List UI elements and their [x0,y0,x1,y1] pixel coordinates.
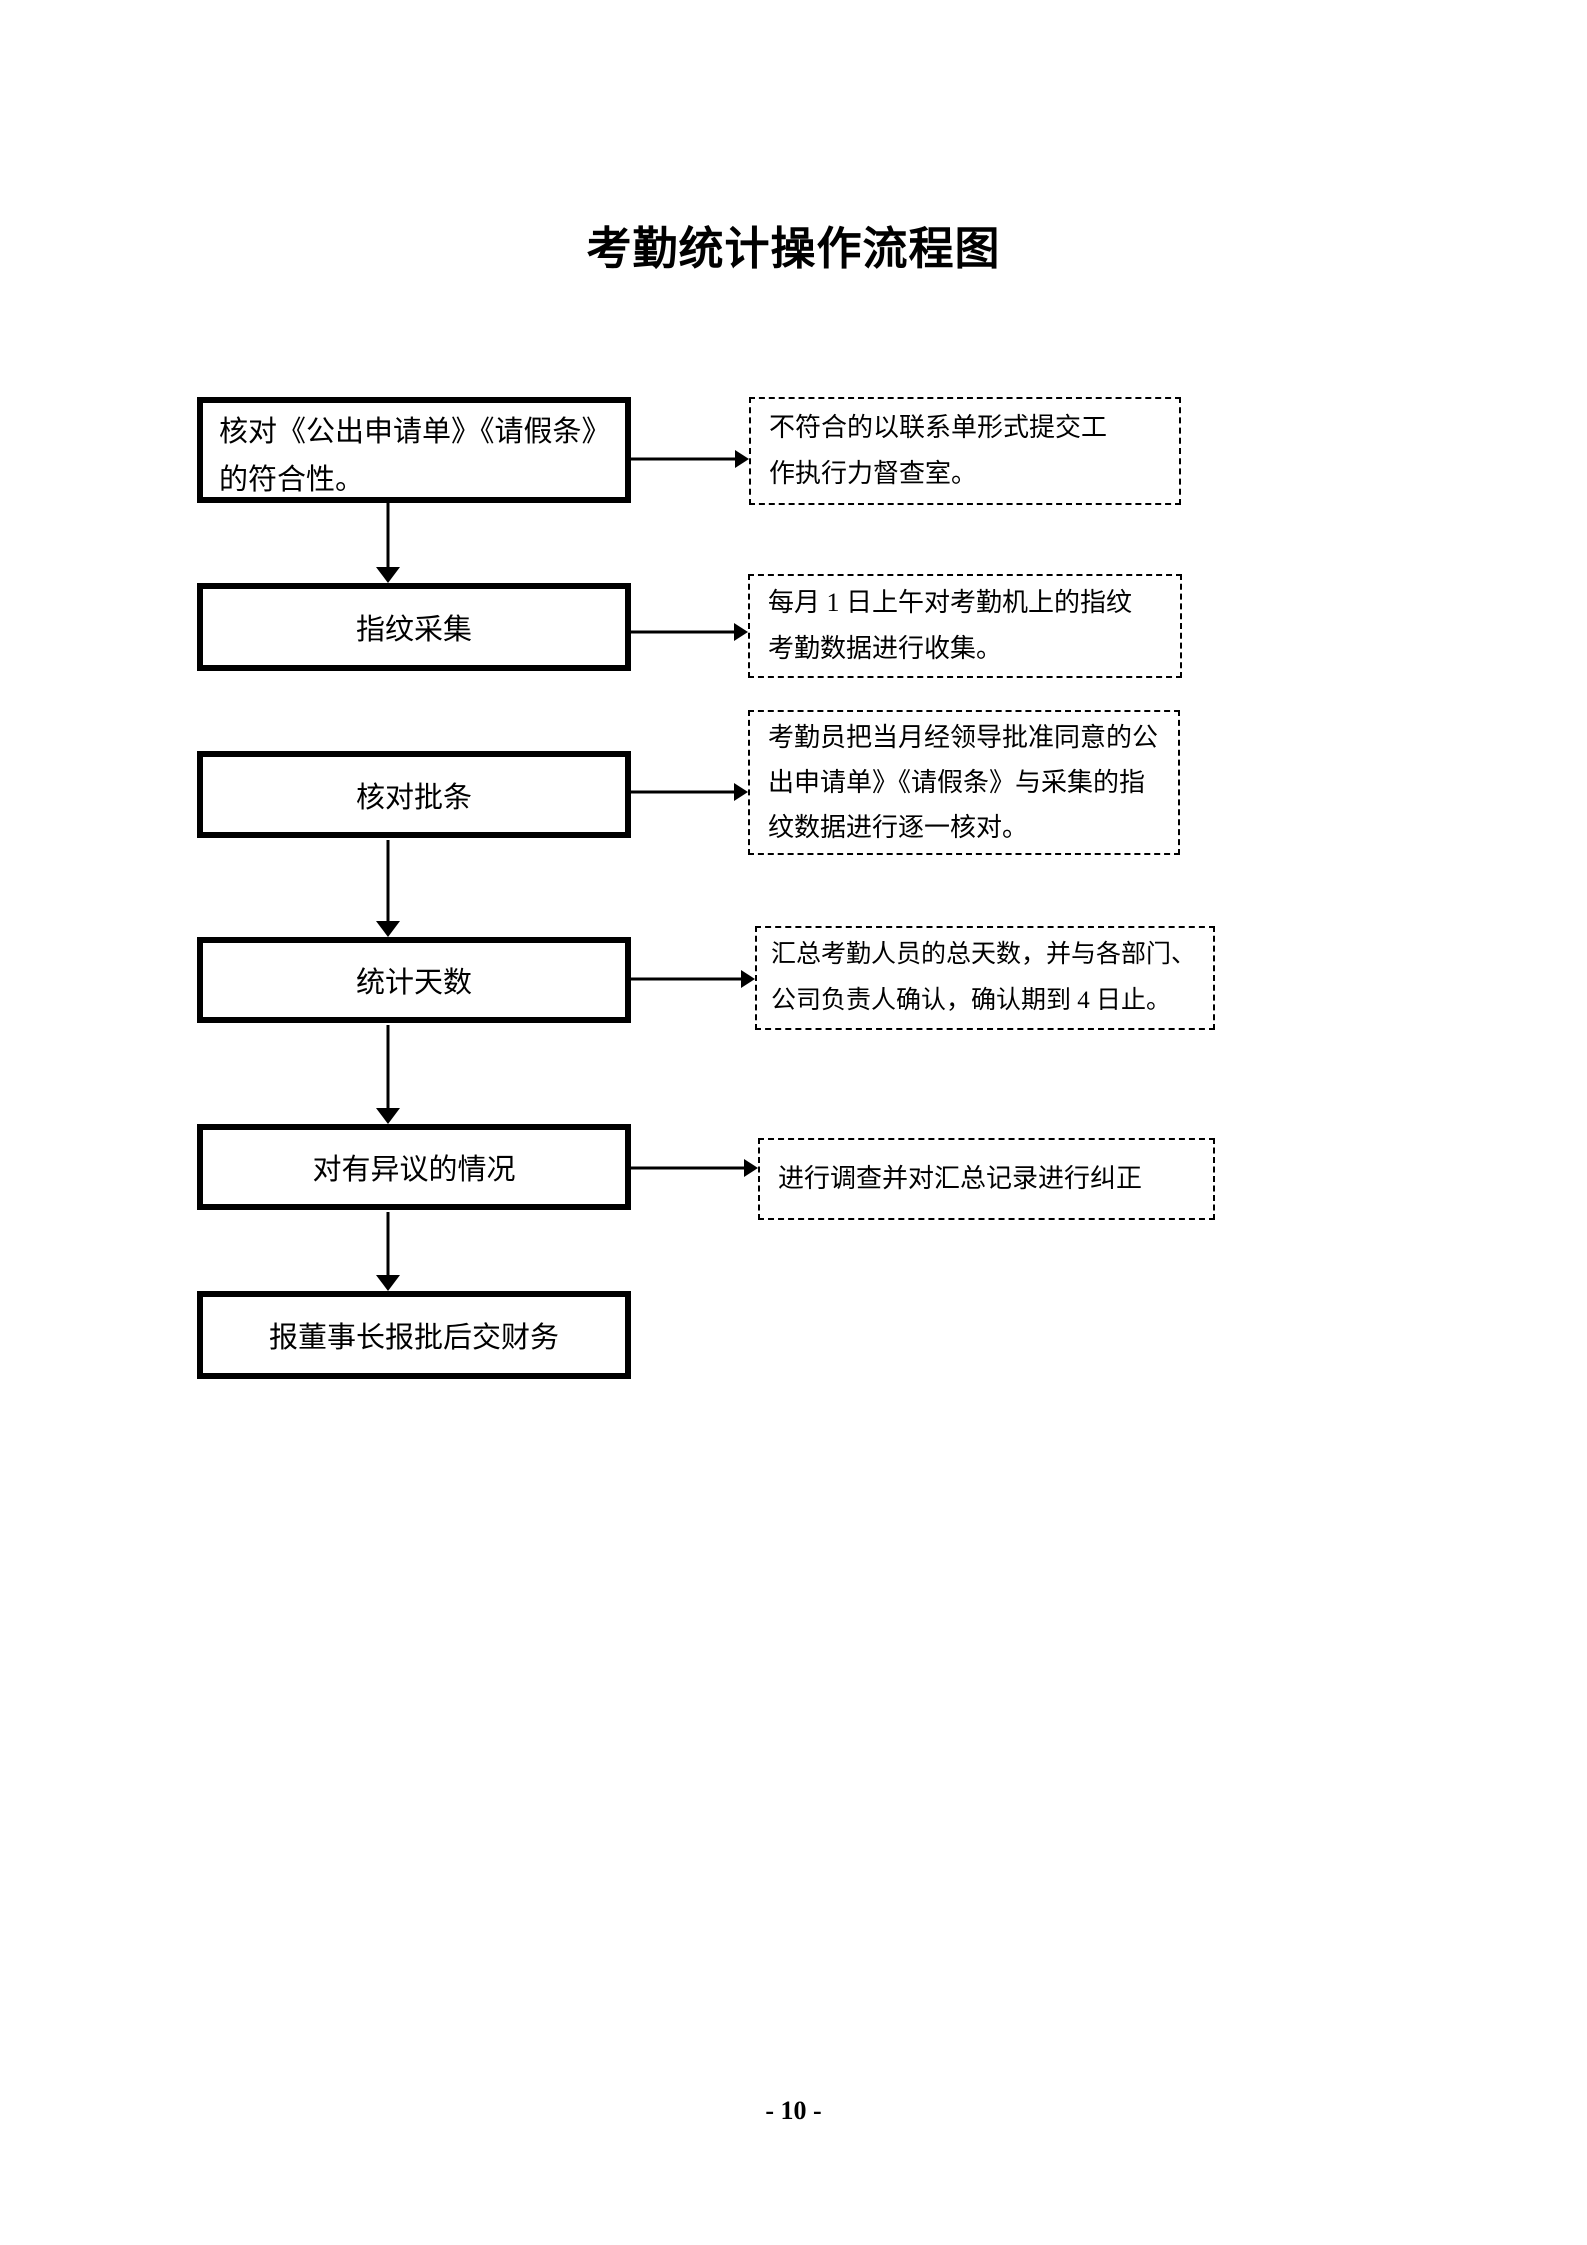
arrow-right-step1-to-note1 [630,450,749,468]
flow-step-check-compliance: 核对《公出申请单》《请假条》 的符合性。 [197,397,631,503]
note-noncompliant-forms: 不符合的以联系单形式提交工 作执行力督查室。 [749,397,1181,505]
arrow-right-step2-to-note2 [630,623,748,641]
arrow-right-step4-to-note4 [630,970,755,988]
note-line: 纹数据进行逐一核对。 [768,813,1029,842]
note-line: 不符合的以联系单形式提交工 [769,413,1108,442]
note-line: 作执行力督查室。 [769,459,978,488]
arrow-right-step5-to-note5 [630,1159,758,1177]
note-summarize-confirm: 汇总考勤人员的总天数，并与各部门、 公司负责人确认，确认期到 4 日止。 [755,926,1215,1030]
note-line: 进行调查并对汇总记录进行纠正 [778,1164,1143,1193]
flow-step-label-line: 指纹采集 [355,614,472,646]
note-monthly-collection: 每月 1 日上午对考勤机上的指纹 考勤数据进行收集。 [748,574,1182,678]
flow-step-report-chairman: 报董事长报批后交财务 [197,1291,631,1379]
note-line: 考勤数据进行收集。 [768,634,1003,663]
note-line: 汇总考勤人员的总天数，并与各部门、 [771,941,1197,968]
flow-step-label-line: 核对批条 [355,781,472,814]
flow-step-label-line: 对有异议的情况 [312,1154,516,1186]
note-line: 公司负责人确认，确认期到 4 日止。 [771,987,1172,1014]
arrow-down-step3-to-step4 [376,840,400,937]
note-line: 考勤员把当月经领导批准同意的公 [768,723,1159,752]
page-number: - 10 - [765,2096,822,2125]
arrow-down-step4-to-step5 [376,1025,400,1124]
note-line: 出申请单》《请假条》与采集的指 [768,768,1146,797]
note-verify-against-data: 考勤员把当月经领导批准同意的公 出申请单》《请假条》与采集的指 纹数据进行逐一核… [748,710,1180,855]
flow-step-count-days: 统计天数 [197,937,631,1023]
flow-step-fingerprint-collection: 指纹采集 [197,583,631,671]
arrow-down-step1-to-step2 [376,503,400,583]
arrow-right-step3-to-note3 [630,783,748,801]
note-investigate-correct: 进行调查并对汇总记录进行纠正 [758,1138,1215,1220]
flow-step-label-line: 的符合性。 [219,464,365,496]
flow-step-label-line: 核对《公出申请单》《请假条》 [219,416,611,448]
flow-step-disputed-cases: 对有异议的情况 [197,1124,631,1210]
flow-step-label-line: 报董事长报批后交财务 [268,1322,559,1354]
flow-step-label-line: 统计天数 [355,967,472,999]
arrow-down-step5-to-step6 [376,1212,400,1291]
flow-step-verify-slips: 核对批条 [197,751,631,838]
page-title: 考勤统计操作流程图 [586,223,1001,274]
note-line: 每月 1 日上午对考勤机上的指纹 [768,588,1133,617]
